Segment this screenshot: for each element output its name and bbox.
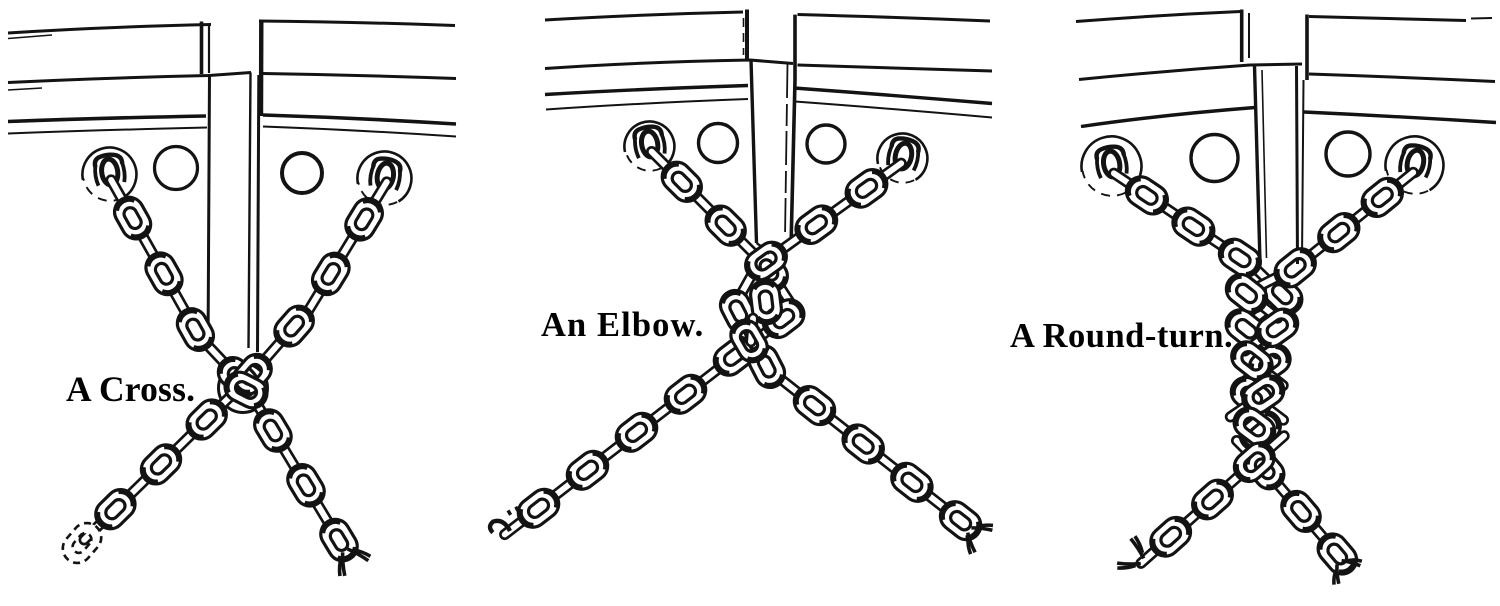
svg-text:An Elbow.: An Elbow. <box>541 306 704 344</box>
svg-text:A Cross.: A Cross. <box>66 369 195 409</box>
svg-text:A Round-turn.: A Round-turn. <box>1010 317 1233 355</box>
